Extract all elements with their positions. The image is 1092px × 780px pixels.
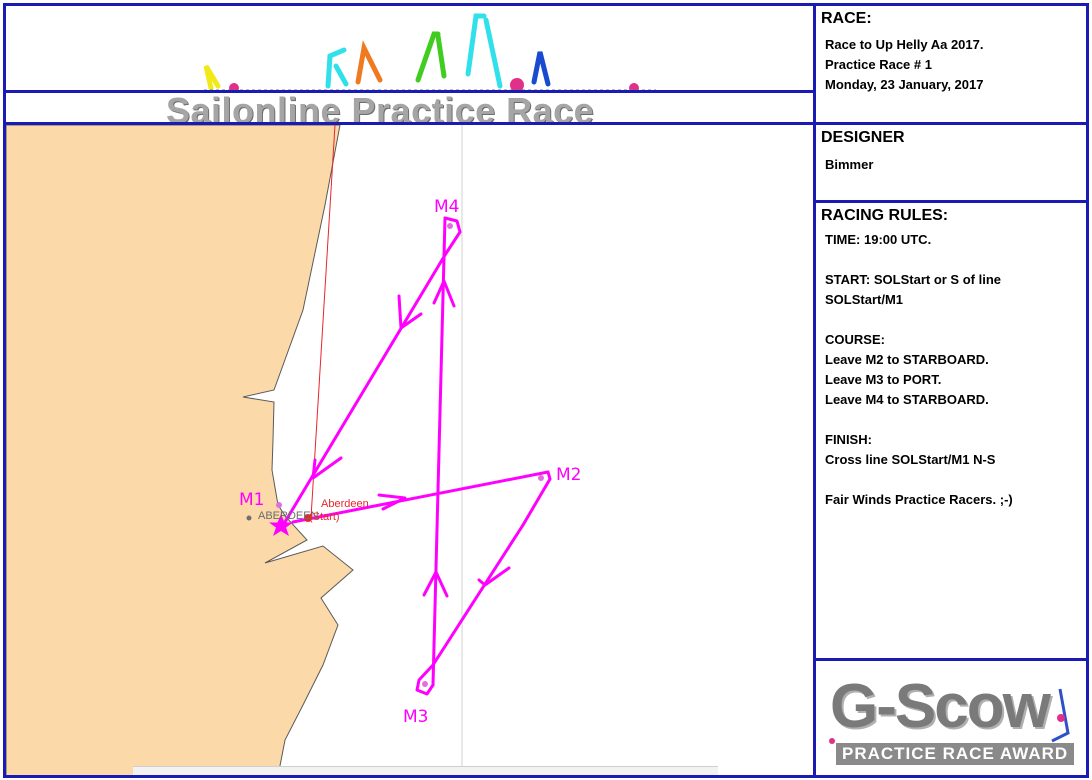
arrow-leg-6 — [311, 456, 343, 480]
award-dot-icon — [829, 738, 835, 744]
course-route — [280, 216, 552, 696]
leg-start-m2 — [291, 470, 550, 524]
rule-start-1: START: SOLStart or S of line — [825, 272, 1001, 287]
arrow-leg-5 — [397, 294, 423, 330]
award-panel: G-Scow PRACTICE RACE AWARD — [813, 658, 1089, 778]
start-label-suffix: (Start) — [309, 511, 340, 523]
rule-course-3: Leave M4 to STARBOARD. — [825, 392, 989, 407]
rule-course-2: Leave M3 to PORT. — [825, 372, 942, 387]
arrow-leg-1 — [377, 493, 407, 511]
rule-start-2: SOLStart/M1 — [825, 292, 904, 307]
aberdeen-city-dot — [246, 515, 252, 521]
race-heading: RACE: — [821, 10, 872, 27]
m4-label: M4 — [434, 197, 459, 217]
award-dot-icon — [1057, 714, 1065, 722]
arrow-leg-2 — [477, 566, 511, 587]
leg-m4-m1 — [280, 253, 447, 529]
map-scrollbar[interactable] — [133, 766, 718, 775]
blue-sail-icon — [531, 51, 551, 87]
orange-sail-icon — [355, 40, 383, 85]
race-subtitle: Practice Race # 1 — [825, 57, 932, 72]
sail-icons — [203, 13, 551, 91]
award-title: G-Scow — [830, 672, 1051, 741]
m3-marker[interactable] — [422, 681, 428, 687]
rule-course-heading: COURSE: — [825, 332, 885, 347]
rules-closing: Fair Winds Practice Racers. ;-) — [825, 492, 1013, 507]
m2-rounding — [521, 470, 552, 527]
city-label: ABERDEEN — [258, 510, 319, 522]
race-info-panel: RACE: Race to Up Helly Aa 2017. Practice… — [813, 3, 1089, 125]
magenta-dot — [510, 78, 524, 92]
green-sail-icon — [415, 31, 447, 83]
m3-rounding — [415, 663, 435, 696]
course-map[interactable]: M1 M2 M3 M4 ABERDEEN Aberdeen (Start) — [3, 122, 816, 778]
designer-heading: DESIGNER — [821, 129, 905, 146]
designer-name: Bimmer — [825, 157, 874, 172]
arrow-leg-4 — [432, 279, 456, 308]
m3-label: M3 — [403, 707, 428, 727]
m2-marker[interactable] — [538, 475, 544, 481]
race-details: Race to Up Helly Aa 2017. Practice Race … — [825, 35, 983, 95]
start-label-name: Aberdeen — [321, 498, 369, 510]
rule-course-1: Leave M2 to STARBOARD. — [825, 352, 989, 367]
m1-marker[interactable] — [276, 502, 282, 508]
rules-heading: RACING RULES: — [821, 207, 949, 224]
award-sail-icon — [1051, 688, 1070, 743]
cyan-tall-sail-icon — [465, 13, 503, 89]
race-name: Race to Up Helly Aa 2017. — [825, 37, 984, 52]
cyan-sail-icon — [325, 47, 349, 89]
start-marker[interactable] — [304, 514, 312, 522]
rule-finish-1: Cross line SOLStart/M1 N-S — [825, 452, 996, 467]
finish-star-icon — [269, 514, 293, 536]
banner-divider — [6, 90, 813, 93]
arrow-leg-3 — [422, 570, 449, 598]
yellow-sail-icon — [203, 64, 221, 91]
m2-label: M2 — [556, 465, 581, 485]
leg-m3-m4 — [431, 216, 447, 687]
racing-rules-panel: RACING RULES: TIME: 19:00 UTC. START: SO… — [813, 200, 1089, 661]
m4-marker[interactable] — [447, 223, 453, 229]
map-canvas[interactable]: M1 M2 M3 M4 ABERDEEN Aberdeen (Start) — [6, 125, 813, 775]
m1-label: M1 — [239, 490, 264, 510]
m4-rounding — [443, 216, 462, 257]
leg-m2-m3 — [431, 523, 525, 667]
start-line — [310, 125, 336, 519]
rule-time: TIME: 19:00 UTC. — [825, 232, 932, 247]
award-subtitle: PRACTICE RACE AWARD — [836, 743, 1075, 765]
award-decoration — [829, 688, 1070, 744]
rule-finish-heading: FINISH: — [825, 432, 872, 447]
rules-body: TIME: 19:00 UTC. START: SOLStart or S of… — [825, 230, 1013, 510]
coastline-land — [6, 125, 354, 775]
banner: Sailonline Practice Race — [3, 3, 816, 131]
race-date: Monday, 23 January, 2017 — [825, 77, 984, 92]
designer-panel: DESIGNER Bimmer — [813, 122, 1089, 203]
